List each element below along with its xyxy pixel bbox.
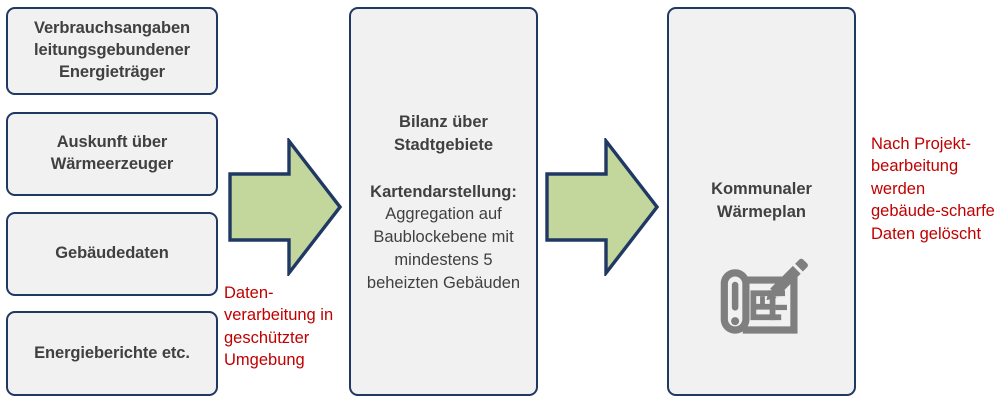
source-box-label: Gebäudedaten [55,244,169,263]
source-box-label: Verbrauchsangaben leitungsgebundener Ene… [33,19,191,81]
source-box-energieberichte: Energieberichte etc. [6,311,218,396]
blueprint-pencil-icon [720,258,808,334]
processing-section-body: Aggregation auf Baublockebene mit mindes… [366,205,521,292]
output-box-content: Kommunaler Wärmeplan [669,178,854,348]
output-box-waermeplan: Kommunaler Wärmeplan [667,7,856,396]
processing-box-content: Bilanz über Stadtgebiete Kartendarstellu… [351,111,536,294]
source-box-verbrauchsangaben: Verbrauchsangaben leitungsgebundener Ene… [6,7,218,95]
note-data-processing: Daten-verarbeitung in geschützter Umgebu… [224,284,334,370]
processing-section-heading: Kartendarstellung: [370,182,517,201]
arrow-sources-to-processing-icon [228,138,342,276]
processing-box: Bilanz über Stadtgebiete Kartendarstellu… [349,7,538,396]
source-box-label: Auskunft über Wärmeerzeuger [50,133,174,173]
source-box-gebaeudedaten: Gebäudedaten [6,212,218,296]
source-box-auskunft-waermeerzeuger: Auskunft über Wärmeerzeuger [6,112,218,196]
processing-title: Bilanz über Stadtgebiete [393,113,494,154]
arrow-processing-to-plan-icon [545,138,659,276]
note-data-deletion: Nach Projekt-bearbeitung werden gebäude-… [871,135,995,243]
source-box-label: Energieberichte etc. [34,343,190,362]
output-title: Kommunaler Wärmeplan [711,180,812,221]
